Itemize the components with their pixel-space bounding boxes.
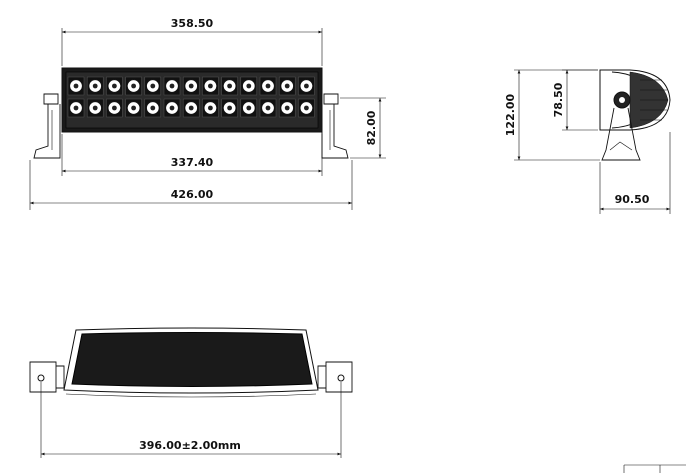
dim-side-body-height-label: 78.50 bbox=[552, 82, 565, 117]
led-core bbox=[246, 83, 252, 89]
led-core bbox=[73, 105, 79, 111]
led-core bbox=[304, 83, 309, 89]
led-core bbox=[131, 83, 137, 89]
top-left-end-cap bbox=[29, 361, 65, 393]
dim-top-mount-span-label: 396.00±2.00mm bbox=[139, 439, 241, 452]
dim-side-overall-height-label: 122.00 bbox=[504, 93, 517, 136]
dimension-side-body-height: 78.50 bbox=[552, 69, 598, 131]
dimension-front-overall-width: 426.00 bbox=[29, 160, 353, 210]
led-core bbox=[112, 83, 117, 89]
led-core bbox=[131, 105, 137, 111]
led-core bbox=[188, 83, 194, 89]
led-core bbox=[246, 105, 252, 111]
right-mount-bracket bbox=[321, 93, 349, 159]
front-view: 358.50 337.40 426.00 82.00 bbox=[29, 17, 386, 210]
title-block-corner bbox=[623, 464, 686, 473]
led-core bbox=[188, 105, 194, 111]
led-grid bbox=[67, 76, 315, 118]
top-view: 396.00±2.00mm bbox=[29, 327, 353, 458]
led-core bbox=[150, 83, 156, 89]
dimension-top-mount-span: 396.00±2.00mm bbox=[40, 382, 342, 458]
led-core bbox=[284, 105, 290, 111]
led-core bbox=[169, 83, 175, 89]
dim-front-top-width-label: 358.50 bbox=[171, 17, 214, 30]
dim-front-height-label: 82.00 bbox=[365, 110, 378, 145]
led-core bbox=[73, 83, 79, 89]
top-right-end-cap bbox=[317, 361, 353, 393]
led-core bbox=[92, 83, 98, 89]
dimension-front-top-width: 358.50 bbox=[61, 17, 323, 66]
dimension-front-inner-width: 337.40 bbox=[61, 134, 323, 176]
side-mount-bracket bbox=[601, 107, 641, 161]
led-core bbox=[150, 105, 156, 111]
top-lens-surface bbox=[71, 332, 313, 387]
led-core bbox=[304, 105, 309, 111]
dim-front-inner-width-label: 337.40 bbox=[171, 156, 214, 169]
led-core bbox=[92, 105, 98, 111]
led-core bbox=[284, 83, 290, 89]
dim-side-depth-label: 90.50 bbox=[615, 193, 650, 206]
led-core bbox=[208, 105, 213, 111]
dim-front-overall-width-label: 426.00 bbox=[171, 188, 214, 201]
led-core bbox=[112, 105, 117, 111]
led-core bbox=[208, 83, 213, 89]
led-core bbox=[227, 83, 233, 89]
led-core bbox=[265, 83, 271, 89]
dimension-front-height: 82.00 bbox=[340, 97, 386, 159]
led-core bbox=[169, 105, 175, 111]
side-view: 122.00 78.50 90.50 bbox=[504, 69, 671, 214]
left-mount-bracket bbox=[33, 93, 61, 159]
led-core bbox=[227, 105, 233, 111]
led-core bbox=[265, 105, 271, 111]
dimension-side-depth: 90.50 bbox=[599, 132, 671, 214]
